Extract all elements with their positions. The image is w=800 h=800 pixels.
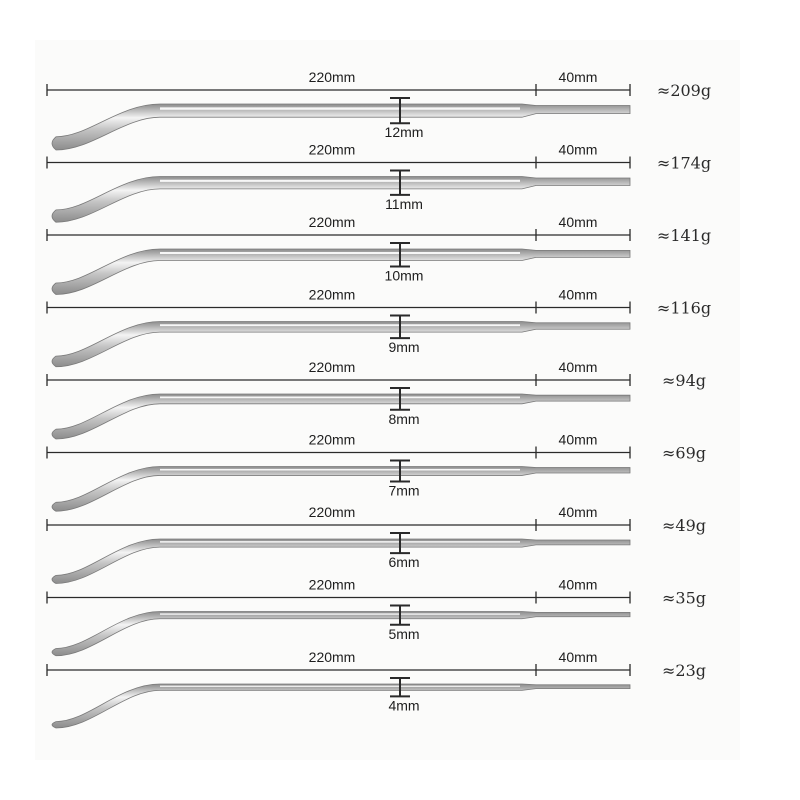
rod-row: 220mm 40mm ≈209g 12mm <box>46 69 711 151</box>
tip-length-label: 40mm <box>559 577 598 593</box>
tip-length-label: 40mm <box>559 432 598 448</box>
length-label: 220mm <box>309 504 356 520</box>
weight-label: ≈174g <box>657 154 711 173</box>
rod-row: 220mm 40mm ≈116g 9mm <box>46 287 711 368</box>
diameter-label: 5mm <box>388 626 419 642</box>
rod-row: 220mm 40mm ≈69g 7mm <box>46 432 706 512</box>
tip-length-label: 40mm <box>559 142 598 158</box>
rod-shape <box>51 176 631 223</box>
rod-shape <box>51 611 631 657</box>
diameter-label: 9mm <box>388 339 419 355</box>
tip-length-label: 40mm <box>559 504 598 520</box>
weight-label: ≈209g <box>657 81 711 100</box>
length-label: 220mm <box>309 577 356 593</box>
weight-label: ≈94g <box>662 371 706 390</box>
rod-shape <box>51 103 631 151</box>
diameter-label: 11mm <box>385 196 423 212</box>
rod-row: 220mm 40mm ≈49g 6mm <box>46 504 706 584</box>
diameter-label: 12mm <box>385 124 424 140</box>
diameter-label: 10mm <box>385 268 424 284</box>
length-label: 220mm <box>309 69 356 85</box>
tip-length-label: 40mm <box>559 214 598 230</box>
diameter-label: 4mm <box>388 697 419 713</box>
length-label: 220mm <box>309 287 356 303</box>
length-label: 220mm <box>309 359 356 375</box>
diameter-label: 8mm <box>388 411 419 427</box>
rod-shape <box>51 321 631 368</box>
weight-label: ≈116g <box>657 299 711 318</box>
rod-row: 220mm 40mm ≈174g 11mm <box>46 142 711 223</box>
diameter-label: 6mm <box>388 554 419 570</box>
rod-row: 220mm 40mm ≈141g 10mm <box>46 214 711 295</box>
rod-shape <box>51 683 631 729</box>
rod-shape <box>51 393 631 440</box>
diameter-label: 7mm <box>388 482 419 498</box>
rod-row: 220mm 40mm ≈35g 5mm <box>46 577 706 657</box>
tip-length-label: 40mm <box>559 287 598 303</box>
rod-shape <box>51 466 631 512</box>
length-label: 220mm <box>309 214 356 230</box>
rod-shape <box>51 538 631 584</box>
weight-label: ≈23g <box>662 661 706 680</box>
tip-length-label: 40mm <box>559 69 598 85</box>
rod-shape <box>51 248 631 295</box>
tip-length-label: 40mm <box>559 359 598 375</box>
length-label: 220mm <box>309 432 356 448</box>
length-label: 220mm <box>309 142 356 158</box>
rod-row: 220mm 40mm ≈23g 4mm <box>46 649 706 729</box>
weight-label: ≈35g <box>662 589 706 608</box>
weight-label: ≈69g <box>662 444 706 463</box>
rod-row: 220mm 40mm ≈94g 8mm <box>46 359 706 440</box>
weight-label: ≈49g <box>662 516 706 535</box>
weight-label: ≈141g <box>657 226 711 245</box>
tip-length-label: 40mm <box>559 649 598 665</box>
length-label: 220mm <box>309 649 356 665</box>
